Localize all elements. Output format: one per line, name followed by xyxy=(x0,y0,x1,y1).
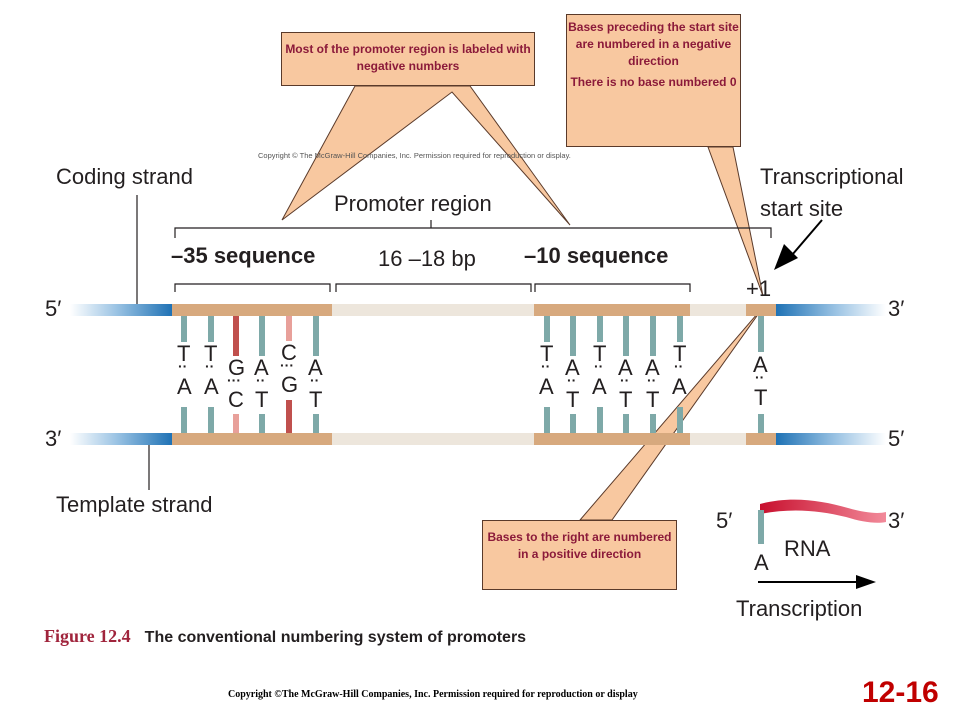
zero-callout-text: There is no base numbered 0 xyxy=(570,75,737,89)
rna-3-end: 3′ xyxy=(888,508,905,533)
transcription-arrow-head xyxy=(856,575,876,589)
bp10-top: A xyxy=(618,355,633,380)
bottom-left-end: 3′ xyxy=(45,426,62,451)
bp1-bond: ·· xyxy=(178,358,188,374)
bp10-bottom: T xyxy=(619,387,633,412)
bp8-bottom: T xyxy=(566,387,580,412)
bp13-top: A xyxy=(753,352,768,377)
promoter-callout-text: Most of the promoter region is labeled w… xyxy=(285,42,531,73)
bp8-bond: ·· xyxy=(567,372,577,388)
bp9-top: T xyxy=(593,341,607,366)
preceding-callout-pointer xyxy=(707,146,764,297)
minus35-label: –35 sequence xyxy=(171,243,316,268)
base-pair-sticks xyxy=(181,316,764,433)
top-right-end: 3′ xyxy=(888,296,905,321)
start-site-arrow-shaft xyxy=(791,219,823,256)
minus35-bracket xyxy=(174,283,331,292)
bp1-bottom: A xyxy=(177,374,192,399)
bp4-top: A xyxy=(254,355,269,380)
spacer-bracket xyxy=(335,283,532,292)
rna-base-letter: A xyxy=(754,550,769,575)
bp4-bottom: T xyxy=(255,387,269,412)
template-strand-label: Template strand xyxy=(56,492,213,517)
bp7-top: T xyxy=(540,341,554,366)
preceding-callout-text: Bases preceding the start site are numbe… xyxy=(568,20,739,68)
bp9-bond: ·· xyxy=(594,358,604,374)
right-callout-pointer xyxy=(578,305,765,521)
copyright-notice: Copyright ©The McGraw-Hill Companies, In… xyxy=(228,689,638,700)
rna-5-end: 5′ xyxy=(716,508,733,533)
spacer-label: 16 –18 bp xyxy=(378,246,476,271)
transcription-label: Transcription xyxy=(736,596,863,621)
bp3-bottom: C xyxy=(228,387,244,412)
bp6-top: A xyxy=(308,355,323,380)
bp12-bottom: A xyxy=(672,374,687,399)
minus10-bracket xyxy=(534,283,691,292)
minus10-label: –10 sequence xyxy=(524,243,669,268)
tss-label-line2: start site xyxy=(760,196,844,221)
bp9-bottom: A xyxy=(592,374,607,399)
bp1-top: T xyxy=(177,341,191,366)
coding-strand-bar xyxy=(70,304,886,316)
bp6-bond: ·· xyxy=(310,372,320,388)
bp6-bottom: T xyxy=(309,387,323,412)
bp5-top: C xyxy=(281,340,297,365)
figure-caption: Figure 12.4 The conventional numbering sy… xyxy=(44,626,526,647)
slide-number: 12-16 xyxy=(862,676,939,709)
bp13-bond: ·· xyxy=(755,369,765,385)
bp7-bottom: A xyxy=(539,374,554,399)
preceding-callout: Bases preceding the start site are numbe… xyxy=(566,14,741,147)
bp11-top: A xyxy=(645,355,660,380)
bp2-bottom: A xyxy=(204,374,219,399)
template-strand-bar xyxy=(70,433,886,445)
plus1-label: +1 xyxy=(746,276,772,301)
bp3-bond: ··· xyxy=(227,372,241,388)
bp11-bottom: T xyxy=(646,387,660,412)
right-callout: Bases to the right are numbered in a pos… xyxy=(482,520,677,590)
right-callout-text: Bases to the right are numbered in a pos… xyxy=(487,530,672,561)
rna-ribbon xyxy=(760,499,886,523)
start-site-arrow-head xyxy=(774,244,798,270)
bp11-bond: ·· xyxy=(647,372,657,388)
promoter-callout: Most of the promoter region is labeled w… xyxy=(281,32,535,86)
promoter-region-label: Promoter region xyxy=(334,191,492,216)
bottom-right-end: 5′ xyxy=(888,426,905,451)
promoter-bracket xyxy=(174,220,772,238)
bp7-bond: ·· xyxy=(541,358,551,374)
bp4-bond: ·· xyxy=(256,372,266,388)
top-left-end: 5′ xyxy=(45,296,62,321)
bp12-top: T xyxy=(673,341,687,366)
bp5-bottom: G xyxy=(281,372,299,397)
figure-title: The conventional numbering system of pro… xyxy=(144,629,527,646)
tss-label-line1: Transcriptional xyxy=(760,164,904,189)
rna-base-stick xyxy=(758,510,764,544)
bp2-bond: ·· xyxy=(205,358,215,374)
coding-strand-label: Coding strand xyxy=(56,164,193,189)
bp5-bond: ··· xyxy=(280,357,294,373)
bp13-bottom: T xyxy=(754,385,768,410)
bp3-top: G xyxy=(228,355,246,380)
bp2-top: T xyxy=(204,341,218,366)
faint-copyright: Copyright © The McGraw-Hill Companies, I… xyxy=(258,151,571,160)
promoter-callout-pointer xyxy=(281,85,571,226)
figure-number: Figure 12.4 xyxy=(44,626,131,646)
bp12-bond: ·· xyxy=(674,358,684,374)
bp8-top: A xyxy=(565,355,580,380)
bp10-bond: ·· xyxy=(620,372,630,388)
rna-label: RNA xyxy=(784,536,831,561)
